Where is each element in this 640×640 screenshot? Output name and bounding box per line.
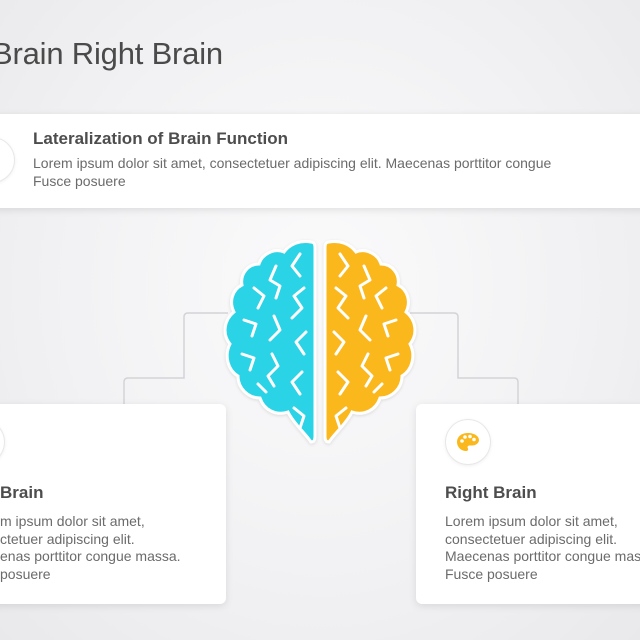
right-hemisphere-folds [332,252,400,430]
right-brain-card: Right Brain Lorem ipsum dolor sit amet, … [416,404,640,604]
right-card-text-line: Maecenas porttitor congue massa. [445,548,640,564]
top-card-text-line: Fusce posuere [33,172,126,189]
top-card-icon [0,138,14,182]
left-brain-card: Brain m ipsum dolor sit amet, ctetuer ad… [0,404,226,604]
left-card-text-line: m ipsum dolor sit amet, [0,513,145,529]
brain-illustration [223,240,417,444]
right-card-icon-circle [446,420,490,464]
right-card-text: Lorem ipsum dolor sit amet, consectetuer… [445,513,640,583]
palette-icon [457,433,479,451]
right-card-text-line: Lorem ipsum dolor sit amet, [445,513,618,529]
left-card-text-line: enas porttitor congue massa. [0,548,181,564]
left-card-text-line: ctetuer adipiscing elit. [0,530,135,547]
right-card-heading: Right Brain [445,483,537,502]
left-card-heading: Brain [0,483,44,502]
left-card-text: m ipsum dolor sit amet, ctetuer adipisci… [0,513,181,583]
left-card-text-line: posuere [0,565,51,582]
slide-title: Brain Right Brain [0,36,223,71]
left-card-icon [0,420,4,464]
right-card-text-line: consectetuer adipiscing elit. [445,530,617,547]
left-hemisphere-folds [240,252,308,430]
top-card: Lateralization of Brain Function Lorem i… [0,114,640,208]
right-hemisphere [323,240,417,444]
top-card-text: Lorem ipsum dolor sit amet, consectetuer… [33,155,551,190]
top-card-heading: Lateralization of Brain Function [33,129,289,148]
right-card-text-line: Fusce posuere [445,565,538,582]
left-hemisphere [223,240,317,444]
top-card-text-line: Lorem ipsum dolor sit amet, consectetuer… [33,155,552,171]
